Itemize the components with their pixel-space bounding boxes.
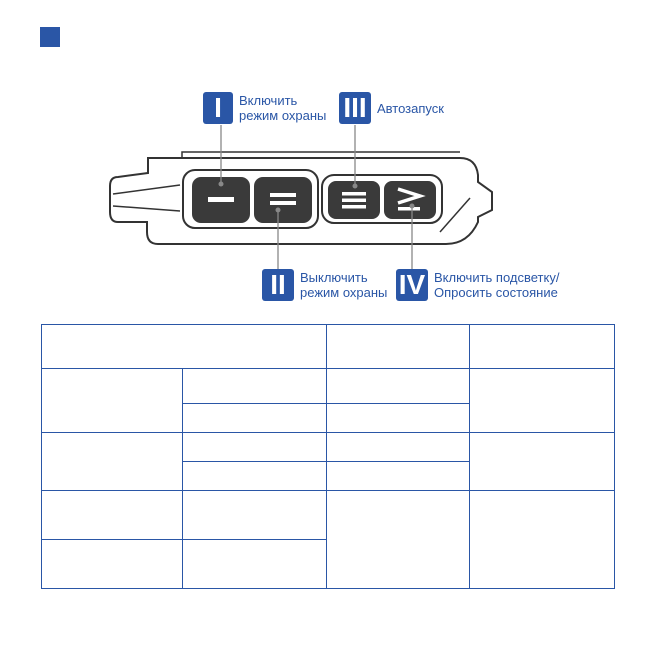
badge-iv: IV bbox=[396, 269, 428, 301]
table-cell bbox=[41, 368, 183, 433]
callout-light-status-text: Включить подсветку/ Опросить состояние bbox=[434, 270, 560, 300]
table-cell bbox=[469, 432, 615, 491]
table-cell bbox=[182, 368, 327, 404]
table-cell bbox=[41, 490, 183, 540]
leader-lines bbox=[220, 125, 413, 269]
table-cell bbox=[182, 403, 327, 433]
table-cell bbox=[326, 461, 470, 491]
callout-arm-text: Включить режим охраны bbox=[239, 93, 327, 123]
badge-iii: III bbox=[339, 92, 371, 124]
table-cell bbox=[182, 432, 327, 462]
callout-autostart: III Автозапуск bbox=[339, 92, 444, 124]
table-row bbox=[41, 490, 615, 589]
table-header-row bbox=[41, 324, 615, 369]
table-cell bbox=[41, 324, 327, 369]
table-cell bbox=[41, 432, 183, 491]
table-cell bbox=[182, 490, 327, 540]
button-greater-equal-icon bbox=[384, 181, 436, 219]
table-cell bbox=[182, 461, 327, 491]
table-cell bbox=[41, 539, 183, 589]
table-row bbox=[41, 432, 615, 491]
table-row bbox=[42, 461, 615, 491]
callout-autostart-text: Автозапуск bbox=[377, 100, 444, 116]
table-cell bbox=[326, 403, 470, 433]
button-one-bar-icon bbox=[192, 177, 250, 223]
badge-ii: II bbox=[262, 269, 294, 301]
table-cell bbox=[326, 368, 470, 404]
table-row bbox=[41, 539, 615, 589]
table-cell bbox=[326, 324, 470, 369]
table-cell bbox=[326, 432, 470, 462]
corner-marker bbox=[40, 27, 60, 47]
callout-disarm: II Выключить режим охраны bbox=[262, 269, 387, 301]
table-cell bbox=[469, 490, 615, 589]
button-three-bars-icon bbox=[328, 181, 380, 219]
table-cell bbox=[182, 539, 327, 589]
callout-arm: I Включить режим охраны bbox=[203, 92, 326, 124]
table-cell bbox=[326, 490, 470, 589]
table-cell bbox=[469, 324, 615, 369]
callout-disarm-text: Выключить режим охраны bbox=[300, 270, 388, 300]
table-cell bbox=[469, 368, 615, 433]
table-row bbox=[41, 368, 615, 433]
callout-light-status: IV Включить подсветку/ Опросить состояни… bbox=[396, 269, 559, 301]
function-table bbox=[41, 324, 615, 589]
button-two-bars-icon bbox=[254, 177, 312, 223]
badge-i: I bbox=[203, 92, 233, 124]
